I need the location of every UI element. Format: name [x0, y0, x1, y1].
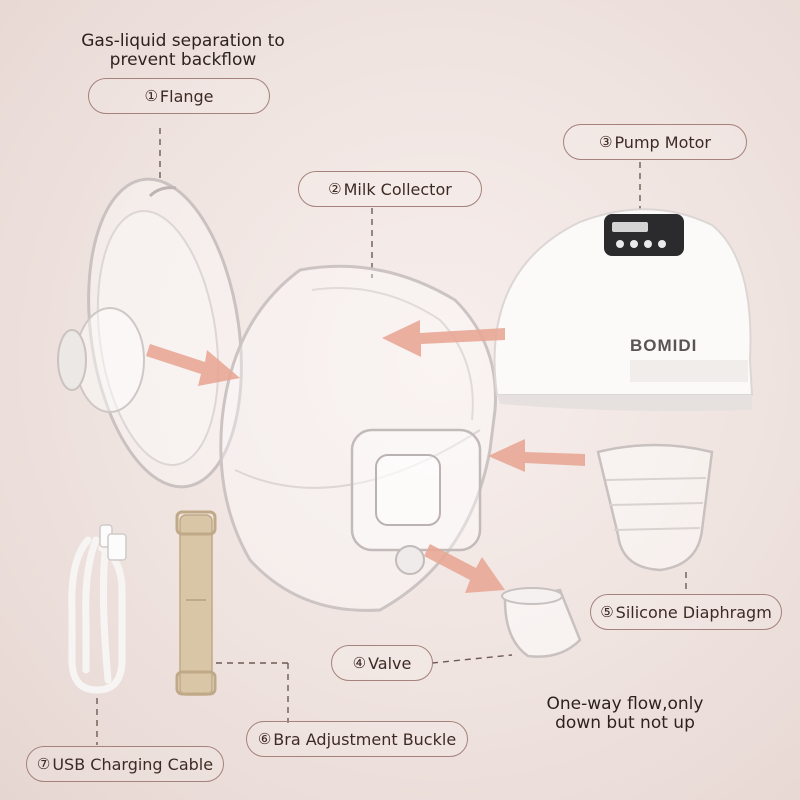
label-number: ③ — [598, 133, 613, 151]
leader-lines — [96, 128, 687, 745]
usb-cable-illustration — [68, 524, 127, 694]
label-number: ① — [144, 87, 158, 105]
bra-strap-illustration — [175, 510, 217, 696]
label-valve: ④ Valve — [331, 645, 433, 681]
label-bra-buckle: ⑥ Bra Adjustment Buckle — [246, 721, 468, 757]
caption-line: prevent backflow — [109, 50, 257, 70]
label-text: Flange — [159, 86, 214, 106]
label-silicone-diaphragm: ⑤ Silicone Diaphragm — [590, 594, 782, 630]
label-text: Valve — [368, 653, 412, 673]
caption-one-way: One-way flow,only down but not up — [520, 695, 730, 733]
silicone-diaphragm-illustration — [596, 443, 714, 572]
caption-line: One-way flow,only — [546, 694, 704, 714]
label-text: Bra Adjustment Buckle — [273, 729, 457, 749]
label-text: Pump Motor — [614, 132, 712, 152]
brand-logo: BOMIDI — [630, 336, 697, 355]
label-number: ⑤ — [600, 603, 614, 621]
label-flange: ① Flange — [88, 78, 270, 114]
milk-collector-illustration — [219, 264, 497, 612]
label-milk-collector: ② Milk Collector — [298, 171, 482, 207]
caption-gas-liquid: Gas-liquid separation to prevent backflo… — [58, 32, 308, 70]
label-text: Milk Collector — [343, 179, 452, 199]
label-usb-cable: ⑦ USB Charging Cable — [26, 746, 224, 782]
label-pump-motor: ③ Pump Motor — [563, 124, 747, 160]
label-number: ④ — [352, 654, 367, 672]
flow-arrows — [146, 320, 585, 593]
label-number: ② — [328, 180, 342, 198]
label-number: ⑥ — [257, 730, 272, 748]
label-text: Silicone Diaphragm — [615, 602, 772, 622]
caption-line: down but not up — [555, 713, 695, 733]
label-number: ⑦ — [36, 755, 51, 773]
caption-line: Gas-liquid separation to — [81, 31, 285, 51]
valve-illustration — [501, 587, 582, 658]
pump-motor-illustration: BOMIDI — [493, 208, 754, 412]
label-text: USB Charging Cable — [52, 754, 214, 774]
flange-illustration — [57, 177, 243, 489]
